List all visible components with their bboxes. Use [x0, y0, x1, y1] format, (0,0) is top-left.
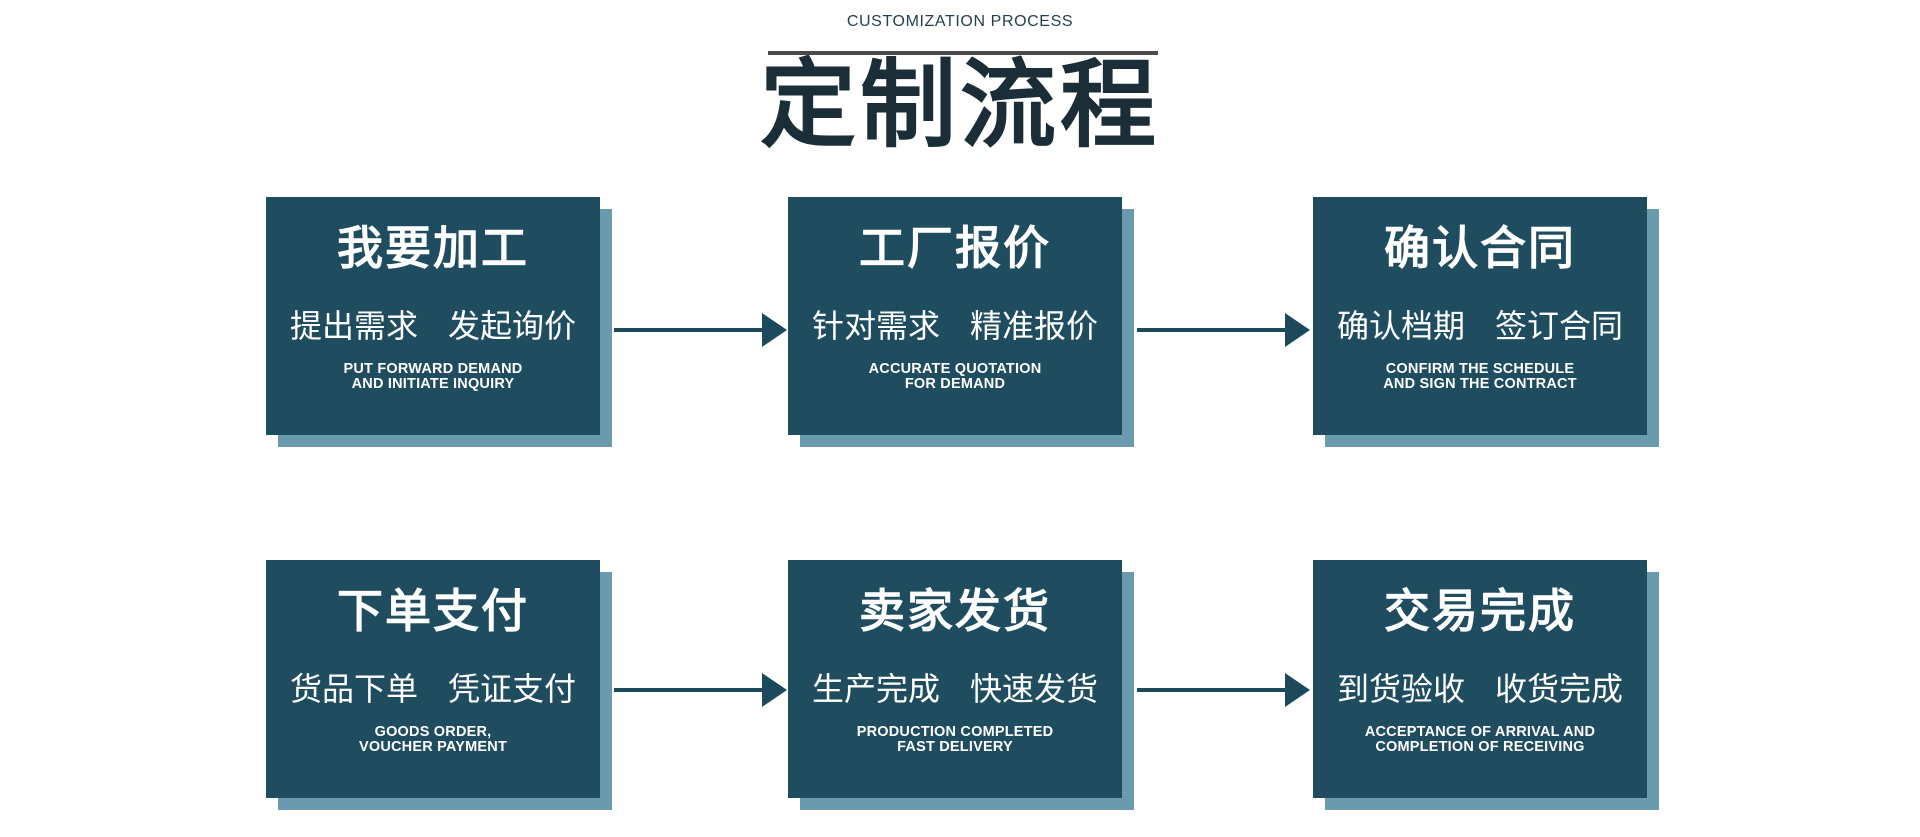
step-note-line1: ACCEPTANCE OF ARRIVAL AND	[1364, 723, 1596, 740]
arrow-head-icon	[1285, 673, 1310, 707]
step-title: 我要加工	[337, 222, 529, 274]
step-title: 卖家发货	[859, 585, 1051, 637]
flow-arrow-4	[1137, 673, 1310, 707]
step-subtitle-part1: 针对需求	[811, 307, 940, 344]
step-subtitle: 生产完成 快速发货	[812, 670, 1098, 708]
step-note-line2: FOR DEMAND	[904, 376, 1006, 393]
step-subtitle-part1: 生产完成	[811, 670, 940, 707]
header-divider-line	[768, 51, 1158, 55]
step-subtitle-part1: 到货验收	[1336, 670, 1465, 707]
step-note: ACCEPTANCE OF ARRIVAL AND COMPLETION OF …	[1364, 723, 1596, 756]
step-subtitle-part2: 收货完成	[1495, 670, 1624, 707]
flow-arrow-2	[1137, 313, 1310, 347]
arrow-line	[1137, 328, 1285, 332]
step-subtitle-part2: 签订合同	[1495, 307, 1624, 344]
step-card-2: 工厂报价 针对需求 精准报价 ACCURATE QUOTATION FOR DE…	[788, 197, 1122, 435]
arrow-head-icon	[762, 313, 787, 347]
step-subtitle: 到货验收 收货完成	[1337, 670, 1623, 708]
step-note-line2: COMPLETION OF RECEIVING	[1375, 739, 1585, 756]
step-subtitle-part1: 提出需求	[289, 307, 418, 344]
step-subtitle-part2: 精准报价	[970, 307, 1099, 344]
step-note: PRODUCTION COMPLETED FAST DELIVERY	[856, 723, 1054, 756]
arrow-line	[614, 688, 762, 692]
step-subtitle-part2: 发起询价	[448, 307, 577, 344]
step-subtitle-part2: 凭证支付	[448, 670, 577, 707]
step-note-line2: AND INITIATE INQUIRY	[351, 376, 515, 393]
step-note-line2: AND SIGN THE CONTRACT	[1383, 376, 1577, 393]
step-subtitle: 货品下单 凭证支付	[290, 670, 576, 708]
header-eyebrow-text: CUSTOMIZATION PROCESS	[846, 13, 1074, 30]
step-card-4: 下单支付 货品下单 凭证支付 GOODS ORDER, VOUCHER PAYM…	[266, 560, 600, 798]
step-card-5: 卖家发货 生产完成 快速发货 PRODUCTION COMPLETED FAST…	[788, 560, 1122, 798]
step-note-line2: VOUCHER PAYMENT	[358, 739, 508, 756]
step-subtitle: 提出需求 发起询价	[290, 307, 576, 345]
step-card-1: 我要加工 提出需求 发起询价 PUT FORWARD DEMAND AND IN…	[266, 197, 600, 435]
step-note-line1: GOODS ORDER,	[374, 723, 492, 740]
step-subtitle-part1: 货品下单	[289, 670, 418, 707]
flow-arrow-3	[614, 673, 787, 707]
step-note-line1: CONFIRM THE SCHEDULE	[1385, 360, 1575, 377]
step-note-line1: PRODUCTION COMPLETED	[856, 723, 1054, 740]
step-title: 确认合同	[1384, 222, 1576, 274]
arrow-head-icon	[1285, 313, 1310, 347]
step-subtitle: 针对需求 精准报价	[812, 307, 1098, 345]
step-note: PUT FORWARD DEMAND AND INITIATE INQUIRY	[343, 360, 523, 393]
step-title: 交易完成	[1384, 585, 1576, 637]
step-card-3: 确认合同 确认档期 签订合同 CONFIRM THE SCHEDULE AND …	[1313, 197, 1647, 435]
step-note-line1: PUT FORWARD DEMAND	[343, 360, 523, 377]
arrow-head-icon	[762, 673, 787, 707]
step-note-line2: FAST DELIVERY	[897, 739, 1013, 756]
arrow-line	[1137, 688, 1285, 692]
page-title: 定制流程	[760, 52, 1160, 159]
step-title: 工厂报价	[859, 222, 1051, 274]
arrow-line	[614, 328, 762, 332]
step-subtitle: 确认档期 签订合同	[1337, 307, 1623, 345]
step-subtitle-part1: 确认档期	[1336, 307, 1465, 344]
step-note: ACCURATE QUOTATION FOR DEMAND	[868, 360, 1042, 393]
step-note: GOODS ORDER, VOUCHER PAYMENT	[358, 723, 508, 756]
step-title: 下单支付	[337, 585, 529, 637]
step-card-6: 交易完成 到货验收 收货完成 ACCEPTANCE OF ARRIVAL AND…	[1313, 560, 1647, 798]
flow-arrow-1	[614, 313, 787, 347]
step-note-line1: ACCURATE QUOTATION	[868, 360, 1042, 377]
step-note: CONFIRM THE SCHEDULE AND SIGN THE CONTRA…	[1383, 360, 1577, 393]
step-subtitle-part2: 快速发货	[970, 670, 1099, 707]
